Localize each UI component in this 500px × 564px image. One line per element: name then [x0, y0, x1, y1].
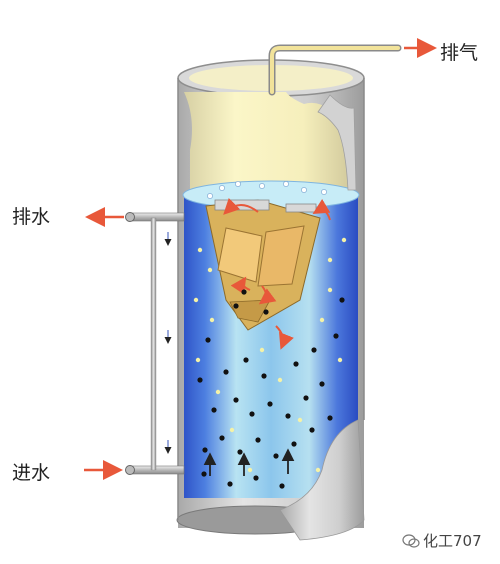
gas-bubble: [219, 185, 225, 191]
drain-label: 排水: [12, 206, 51, 228]
sludge-particle: [201, 471, 207, 477]
wechat-icon: [402, 534, 420, 548]
sludge-particle: [261, 373, 267, 379]
flow-arrow: [312, 198, 331, 221]
cylinder-outline: [177, 78, 365, 520]
biogas-bubble: [327, 287, 333, 293]
three-phase-separator: [205, 199, 321, 331]
sludge-particle: [233, 397, 239, 403]
biogas-bubble: [315, 467, 321, 473]
circulation-arrows: [223, 197, 331, 350]
sludge-particle: [249, 411, 255, 417]
sludge-particle: [202, 447, 208, 453]
flow-arrow: [275, 325, 294, 350]
flow-arrow: [258, 285, 277, 305]
shell-fragment-top: [317, 94, 357, 191]
gas-zone: [184, 92, 354, 195]
sludge-particle: [311, 347, 317, 353]
gas-bubble: [207, 193, 213, 199]
biogas-bubble: [259, 347, 265, 353]
sludge-particle: [285, 413, 291, 419]
biogas-bubbles: [193, 237, 347, 473]
sludge-particle: [267, 401, 273, 407]
biogas-bubble: [193, 297, 199, 303]
sludge-particle: [237, 449, 243, 455]
surface-bubbles: [207, 181, 327, 199]
inflow-arrows: [203, 448, 295, 476]
sludge-particle: [219, 435, 225, 441]
biogas-bubble: [215, 389, 221, 395]
sludge-particle: [227, 481, 233, 487]
sludge-particle: [241, 289, 247, 295]
gas-bubble: [235, 181, 241, 187]
watermark-text: 化工707: [423, 532, 482, 550]
biogas-bubble: [341, 237, 347, 243]
sludge-particle: [273, 453, 279, 459]
biogas-bubble: [195, 357, 201, 363]
biogas-bubble: [207, 267, 213, 273]
shell-fragment-right: [279, 419, 365, 541]
biogas-bubble: [229, 427, 235, 433]
sludge-particle: [255, 437, 261, 443]
sludge-particle: [309, 427, 315, 433]
flow-arrow: [230, 276, 251, 295]
sludge-particle: [233, 303, 239, 309]
sludge-particle: [333, 333, 339, 339]
sludge-particles: [197, 289, 345, 489]
sludge-particle: [339, 297, 345, 303]
sludge-particle: [319, 381, 325, 387]
sludge-particle: [253, 475, 259, 481]
biogas-bubble: [327, 257, 333, 263]
exhaust-pipe: [268, 44, 402, 96]
gas-bubble: [321, 189, 327, 195]
sludge-particle: [243, 357, 249, 363]
flow-arrow: [223, 197, 259, 215]
inlet-label: 进水: [12, 462, 51, 484]
gas-bubble: [283, 181, 289, 187]
biogas-bubble: [337, 357, 343, 363]
biogas-bubble: [209, 317, 215, 323]
sludge-particle: [327, 415, 333, 421]
biogas-bubble: [277, 377, 283, 383]
biogas-bubble: [297, 417, 303, 423]
biogas-bubble: [197, 247, 203, 253]
sludge-particle: [291, 441, 297, 447]
sludge-particle: [211, 407, 217, 413]
sludge-particle: [205, 337, 211, 343]
exhaust-label: 排气: [440, 42, 479, 64]
vertical-riser: [150, 217, 157, 471]
external-piping: [125, 212, 185, 475]
gas-bubble: [259, 183, 265, 189]
biogas-bubble: [319, 317, 325, 323]
sludge-particle: [279, 483, 285, 489]
sludge-particle: [223, 369, 229, 375]
biogas-bubble: [247, 467, 253, 473]
sludge-particle: [293, 361, 299, 367]
sludge-particle: [303, 395, 309, 401]
gas-bubble: [301, 187, 307, 193]
sludge-particle: [197, 377, 203, 383]
watermark: 化工707: [402, 530, 482, 551]
sludge-particle: [263, 309, 269, 315]
